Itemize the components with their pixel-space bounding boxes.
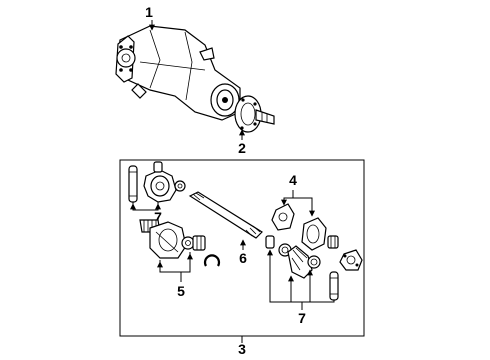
callout-2: 2 (238, 140, 246, 156)
callout-6: 6 (239, 250, 247, 266)
right-spring-bearing (327, 235, 339, 249)
right-boot-band (307, 255, 321, 269)
callout-4-bracket (283, 190, 294, 205)
callout-5: 5 (177, 283, 185, 299)
right-inner-cv-ring (271, 203, 295, 231)
left-small-seal (174, 180, 186, 192)
callout-7a: 7 (154, 209, 162, 225)
left-cv-bearing (192, 235, 206, 251)
axle-shaft (188, 191, 263, 239)
right-boot-clamp-long (329, 271, 339, 301)
left-outer-cv-joint (143, 161, 177, 203)
left-cv-ring (181, 236, 195, 250)
callout-7b: 7 (298, 310, 306, 326)
callout-4-right-branch (293, 197, 313, 216)
callout-3: 3 (238, 341, 246, 357)
callout-4: 4 (289, 172, 297, 188)
left-boot-clamp-long (128, 165, 138, 203)
side-flange-shaft (234, 95, 275, 133)
right-outer-flange (339, 249, 363, 271)
right-inner-clamp (265, 235, 275, 249)
left-snap-ring (203, 254, 221, 267)
right-cv-joint-housing (301, 217, 327, 251)
left-inner-cv-housing (149, 221, 187, 259)
differential-assembly (115, 25, 241, 121)
callout-1: 1 (145, 4, 153, 20)
